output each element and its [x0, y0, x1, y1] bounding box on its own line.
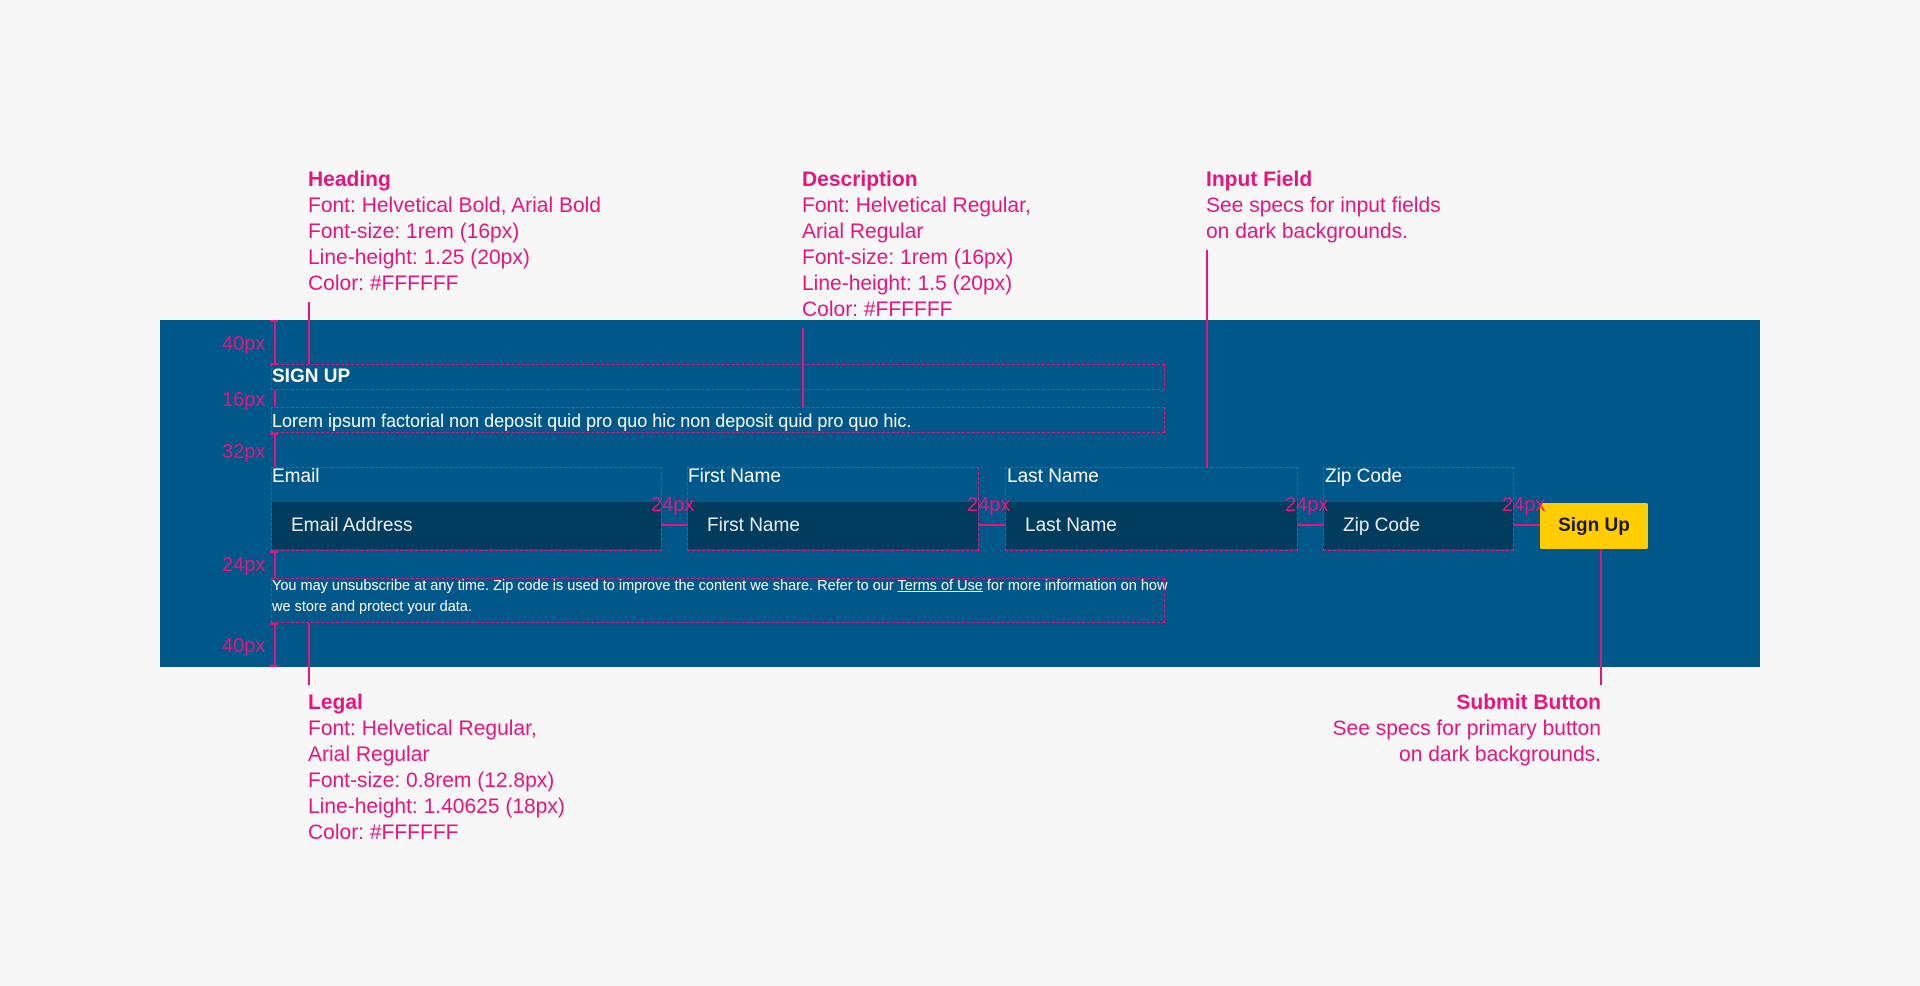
heading-annotation-line: Font: Helvetical Bold, Arial Bold	[308, 194, 601, 217]
sign-up-button[interactable]: Sign Up	[1540, 503, 1648, 549]
bottom-padding-marker-cap	[270, 665, 278, 667]
signup-panel	[160, 320, 1760, 667]
first-name-input[interactable]: First Name	[688, 502, 978, 549]
legal-text-after: for more information on how we store and…	[272, 578, 1168, 615]
description-gap-label: 32px	[222, 441, 266, 463]
first-name-input-placeholder: First Name	[707, 514, 800, 536]
legal-gap-label: 24px	[222, 554, 266, 576]
legal-gap-marker	[274, 551, 276, 578]
signup-heading: SIGN UP	[272, 366, 351, 387]
description-annotation-line: Line-height: 1.5 (20px)	[802, 272, 1013, 295]
description-annotation-line: Color: #FFFFFF	[802, 298, 953, 321]
zip-code-field-spec-box	[1323, 467, 1514, 551]
description-annotation-line: Font: Helvetical Regular,	[802, 194, 1031, 217]
email-field-spec-box	[271, 467, 662, 551]
field-gap-marker	[662, 524, 687, 526]
top-padding-marker-cap	[270, 320, 278, 322]
email-input[interactable]: Email Address	[272, 502, 661, 549]
bottom-padding-label: 40px	[222, 635, 266, 657]
terms-of-use-link[interactable]: Terms of Use	[897, 578, 983, 594]
submit-button-annotation-line: See specs for primary button	[1332, 717, 1601, 740]
email-label: Email	[272, 466, 320, 487]
field-gap-label: 24px	[1285, 494, 1329, 516]
first-name-field-spec-box	[687, 467, 979, 551]
legal-leader-line	[308, 623, 310, 685]
zip-code-input[interactable]: Zip Code	[1324, 502, 1513, 549]
button-gap-label: 24px	[1502, 494, 1546, 516]
heading-gap-marker	[274, 390, 276, 407]
heading-annotation: Heading Font: Helvetical Bold, Arial Bol…	[308, 167, 601, 297]
top-padding-marker	[274, 320, 276, 364]
description-annotation-title: Description	[802, 168, 918, 191]
description-annotation-line: Arial Regular	[802, 220, 924, 243]
legal-text: You may unsubscribe at any time. Zip cod…	[272, 576, 1172, 618]
last-name-input-placeholder: Last Name	[1025, 514, 1117, 536]
top-padding-marker-cap	[270, 363, 278, 365]
description-gap-marker	[274, 433, 276, 467]
last-name-label: Last Name	[1007, 466, 1099, 487]
description-annotation: Description Font: Helvetical Regular, Ar…	[802, 167, 1031, 323]
legal-text-before: You may unsubscribe at any time. Zip cod…	[272, 578, 898, 594]
input-field-annotation: Input Field See specs for input fields o…	[1206, 167, 1441, 245]
field-gap-marker	[979, 524, 1005, 526]
bottom-padding-marker	[274, 623, 276, 667]
heading-annotation-line: Color: #FFFFFF	[308, 272, 459, 295]
heading-leader-line	[308, 302, 310, 364]
field-gap-marker	[1298, 524, 1323, 526]
legal-annotation-line: Font-size: 0.8rem (12.8px)	[308, 769, 555, 792]
legal-gap-marker-cap	[270, 551, 278, 553]
input-field-annotation-line: See specs for input fields	[1206, 194, 1441, 217]
signup-description: Lorem ipsum factorial non deposit quid p…	[272, 411, 912, 431]
input-field-annotation-line: on dark backgrounds.	[1206, 220, 1408, 243]
field-gap-label: 24px	[651, 494, 695, 516]
bottom-padding-marker-cap	[270, 623, 278, 625]
submit-button-leader-line	[1600, 549, 1602, 685]
heading-spec-box	[271, 364, 1165, 390]
last-name-input[interactable]: Last Name	[1006, 502, 1297, 549]
submit-button-annotation: Submit Button See specs for primary butt…	[1333, 690, 1601, 768]
input-field-annotation-title: Input Field	[1206, 168, 1313, 191]
zip-code-input-placeholder: Zip Code	[1343, 514, 1421, 536]
legal-annotation-line: Color: #FFFFFF	[308, 821, 459, 844]
zip-code-label: Zip Code	[1325, 466, 1403, 487]
legal-annotation-line: Arial Regular	[308, 743, 430, 766]
legal-annotation-title: Legal	[308, 691, 363, 714]
heading-annotation-line: Font-size: 1rem (16px)	[308, 220, 520, 243]
top-padding-label: 40px	[222, 333, 266, 355]
description-spec-box	[271, 407, 1165, 433]
input-field-leader-line	[1206, 250, 1208, 467]
heading-annotation-line: Line-height: 1.25 (20px)	[308, 246, 530, 269]
heading-gap-label: 16px	[222, 389, 266, 411]
legal-spec-box	[271, 578, 1165, 623]
description-leader-line	[802, 328, 804, 407]
legal-annotation-line: Font: Helvetical Regular,	[308, 717, 537, 740]
heading-annotation-title: Heading	[308, 168, 391, 191]
legal-annotation: Legal Font: Helvetical Regular, Arial Re…	[308, 690, 565, 846]
description-gap-marker-cap	[270, 433, 278, 435]
legal-annotation-line: Line-height: 1.40625 (18px)	[308, 795, 565, 818]
field-gap-label: 24px	[967, 494, 1011, 516]
email-input-placeholder: Email Address	[291, 514, 413, 536]
button-gap-marker	[1514, 524, 1540, 526]
first-name-label: First Name	[688, 466, 781, 487]
last-name-field-spec-box	[1005, 467, 1298, 551]
submit-button-annotation-title: Submit Button	[1456, 691, 1601, 714]
submit-button-annotation-line: on dark backgrounds.	[1399, 743, 1601, 766]
description-annotation-line: Font-size: 1rem (16px)	[802, 246, 1014, 269]
